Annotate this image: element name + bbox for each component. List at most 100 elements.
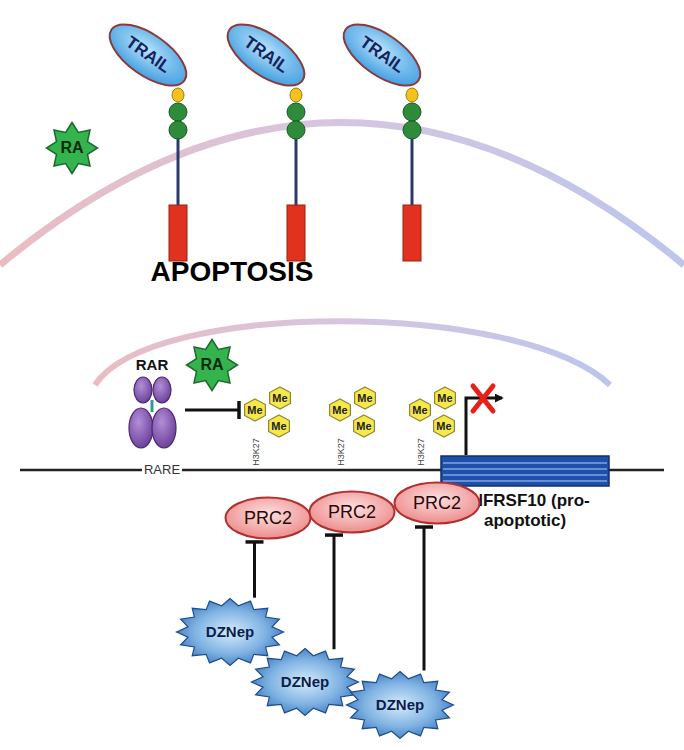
receptor-subunit <box>153 377 171 403</box>
node-text: PRC2 <box>328 502 376 523</box>
node-text: DZNep <box>206 623 254 640</box>
inhibition-bar <box>325 533 343 537</box>
inhibition-bar <box>246 540 264 544</box>
retinoic-acid: RA <box>185 338 239 392</box>
node-text: Me <box>357 392 372 405</box>
node-text: Me <box>436 420 451 433</box>
connector-line <box>185 409 239 412</box>
receptor-domain <box>406 88 418 102</box>
prc2-complex-shape <box>395 483 480 524</box>
inhibition-connector <box>185 401 239 419</box>
methyl-hexagon: Me <box>351 414 377 438</box>
burst-shape <box>252 649 359 716</box>
receptor-subunit <box>134 377 152 403</box>
histone-mark: H3K27 <box>252 436 262 468</box>
methyl-hexagon: Me <box>242 398 268 422</box>
inhibition-connector <box>325 535 343 649</box>
connector-line <box>253 542 256 598</box>
trail-ligand-shape <box>334 13 430 98</box>
receptor-domain <box>172 88 184 102</box>
receptor-domain <box>403 103 421 121</box>
node-text: PRC2 <box>413 493 461 514</box>
gene-body <box>441 456 609 486</box>
node-text: Me <box>437 392 452 405</box>
receptor-stalk <box>295 138 298 206</box>
rar-receptor: RAR <box>122 356 182 466</box>
trail-ligand: TRAIL <box>98 11 199 100</box>
methyl-hexagon: Me <box>267 386 293 410</box>
node-text: PRC2 <box>244 508 292 529</box>
histone-mark: H3K27 <box>417 436 427 468</box>
node-text: Me <box>247 404 262 417</box>
hexagon-shape <box>330 399 351 421</box>
dznep-drug: DZNep <box>250 647 360 717</box>
prc2-complex: PRC2 <box>308 490 396 534</box>
receptor-domain <box>169 121 187 139</box>
gene-stripe <box>443 474 607 476</box>
methyl-hexagon: Me <box>327 398 353 422</box>
response-element: RARE <box>142 463 182 477</box>
connector-line <box>423 527 426 670</box>
trail-ligand-shape <box>100 13 196 98</box>
receptor-domain <box>403 121 421 139</box>
burst-shape <box>347 672 454 739</box>
hexagon-shape <box>245 399 266 421</box>
prc2-complex-shape <box>310 492 395 533</box>
methyl-hexagon: Me <box>407 398 433 422</box>
burst-shape <box>177 599 284 666</box>
dimer-link <box>151 400 154 412</box>
hexagon-shape <box>434 415 455 437</box>
gene-stripe <box>443 480 607 482</box>
node-text: Me <box>332 404 347 417</box>
gene-stripe <box>443 462 607 464</box>
hexagon-shape <box>270 387 291 409</box>
inhibition-connector <box>246 542 264 598</box>
inhibition-bar <box>237 401 241 419</box>
death-domain <box>403 205 421 261</box>
receptor-domain <box>287 121 305 139</box>
process-label: APOPTOSIS <box>149 257 316 288</box>
hexagon-shape <box>354 415 375 437</box>
receptor-subunit <box>152 408 176 448</box>
trail-ligand: TRAIL <box>216 11 317 100</box>
prc2-complex: PRC2 <box>224 496 312 540</box>
trail-ligand: TRAIL <box>332 11 433 100</box>
node-text: RA <box>60 139 83 157</box>
node-text: RA <box>200 356 223 374</box>
block-cross <box>473 386 493 411</box>
node-text: Me <box>412 404 427 417</box>
receptor-domain <box>287 103 305 121</box>
death-domain <box>169 205 187 261</box>
death-domain <box>287 205 305 261</box>
receptor-domain <box>290 88 302 102</box>
connector-line <box>333 535 336 649</box>
receptor-stalk <box>177 138 180 206</box>
nuclear-membrane <box>95 321 610 385</box>
receptor-domain <box>169 103 187 121</box>
gene-box-outline <box>440 455 610 487</box>
receptor-stalk <box>411 138 414 206</box>
dznep-drug: DZNep <box>345 670 455 740</box>
receptor-subunit <box>129 408 153 448</box>
cell-membrane <box>0 123 684 266</box>
node-text: DZNep <box>281 673 329 690</box>
star-shape <box>187 340 238 391</box>
prc2-complex: PRC2 <box>393 481 481 525</box>
methyl-hexagon: Me <box>431 414 457 438</box>
hexagon-shape <box>435 387 456 409</box>
prc2-complex-shape <box>226 498 311 539</box>
node-text: Me <box>356 420 371 433</box>
histone-mark: H3K27 <box>337 436 347 468</box>
trail-ligand-shape <box>218 13 314 98</box>
node-text: DZNep <box>376 696 424 713</box>
star-shape <box>47 123 98 174</box>
node-text: Me <box>271 420 286 433</box>
transcription-arrow <box>466 398 502 455</box>
node-text: Me <box>272 392 287 405</box>
dznep-drug: DZNep <box>175 597 285 667</box>
gene-stripe <box>443 468 607 470</box>
hexagon-shape <box>410 399 431 421</box>
